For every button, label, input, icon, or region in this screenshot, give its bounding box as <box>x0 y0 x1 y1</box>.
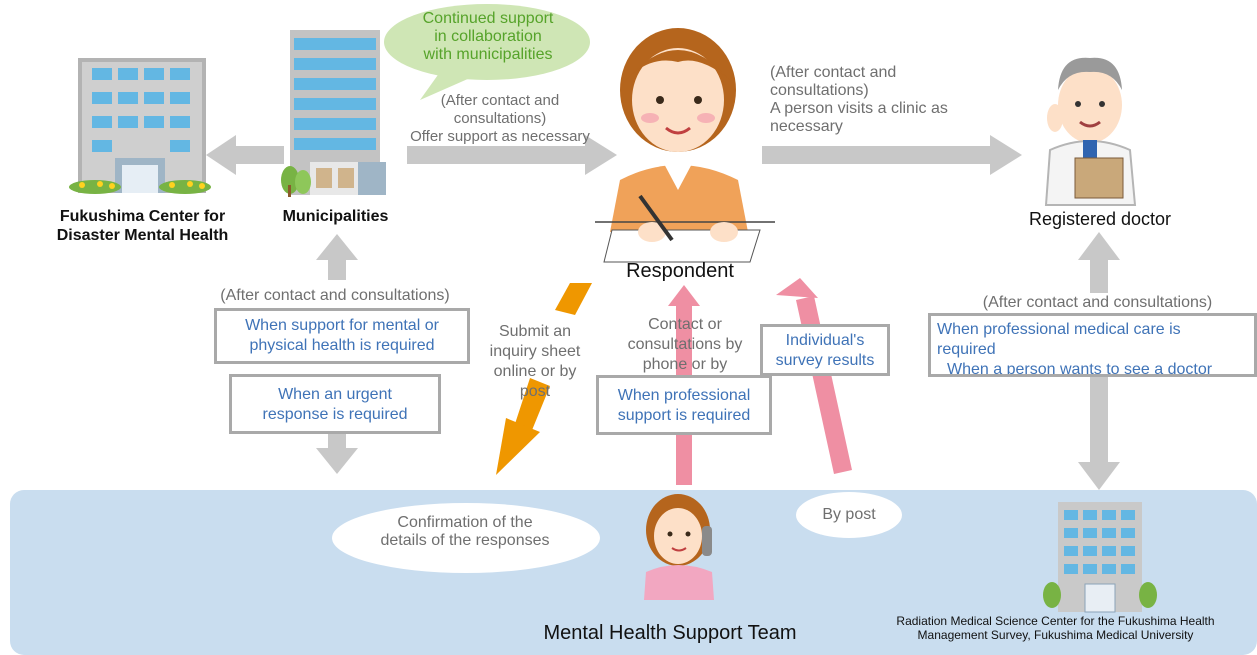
survey-results-box: Individual's survey results <box>760 324 890 376</box>
building-icon <box>69 58 211 194</box>
doctor-label: Registered doctor <box>1028 209 1172 229</box>
after-contact-left: (After contact and consultations) <box>220 287 450 304</box>
arrow-municipalities-to-center <box>206 135 284 175</box>
mental-physical-support-box: When support for mental or physical heal… <box>214 308 470 364</box>
contact-consultation-annotation: Contact or consultations by phone or by … <box>627 316 743 393</box>
clinic-visit-annotation: (After contact and consultations) A pers… <box>770 64 948 135</box>
operator-icon <box>644 494 714 600</box>
doctor-icon <box>1044 57 1137 206</box>
continued-support-bubble <box>384 4 590 100</box>
arrow-up-to-doctor <box>1078 232 1120 293</box>
arrow-submit-inquiry <box>496 283 592 475</box>
respondent-person-icon <box>595 28 775 263</box>
medical-care-box: When professional medical care is requir… <box>928 313 1257 377</box>
arrow-up-to-municipalities <box>316 234 358 280</box>
radiation-center-label: Radiation Medical Science Center for the… <box>896 614 1215 642</box>
submit-inquiry-annotation: Submit an inquiry sheet online or by pos… <box>489 323 581 400</box>
hospital-icon <box>1043 502 1157 613</box>
by-post-text: By post <box>822 506 876 523</box>
arrow-down-to-radiation <box>1078 373 1120 490</box>
offer-support-annotation: (After contact and consultations) Offer … <box>410 92 590 145</box>
after-contact-right: (After contact and consultations) <box>982 294 1213 311</box>
see-doctor-text: When a person wants to see a doctor <box>947 361 1213 377</box>
by-post-bubble <box>796 492 902 538</box>
medical-care-text: When professional medical care is requir… <box>937 321 1181 358</box>
arrow-survey-results <box>776 278 852 474</box>
municipalities-label: Municipalities <box>282 208 389 225</box>
respondent-label: Respondent <box>626 260 734 282</box>
team-label: Mental Health Support Team <box>543 622 797 644</box>
office-tower-icon <box>281 30 386 197</box>
continued-support-text: Continued support in collaboration with … <box>422 10 554 63</box>
confirmation-text: Confirmation of the details of the respo… <box>380 514 550 549</box>
professional-support-box: When professional support is required <box>596 375 772 435</box>
confirmation-bubble <box>332 503 600 573</box>
arrow-municipalities-to-respondent <box>407 135 617 175</box>
fukushima-center-label: Fukushima Center for Disaster Mental Hea… <box>56 208 229 244</box>
urgent-response-box: When an urgent response is required <box>229 374 441 434</box>
arrow-respondent-to-doctor <box>762 135 1022 175</box>
support-team-band <box>10 490 1257 655</box>
